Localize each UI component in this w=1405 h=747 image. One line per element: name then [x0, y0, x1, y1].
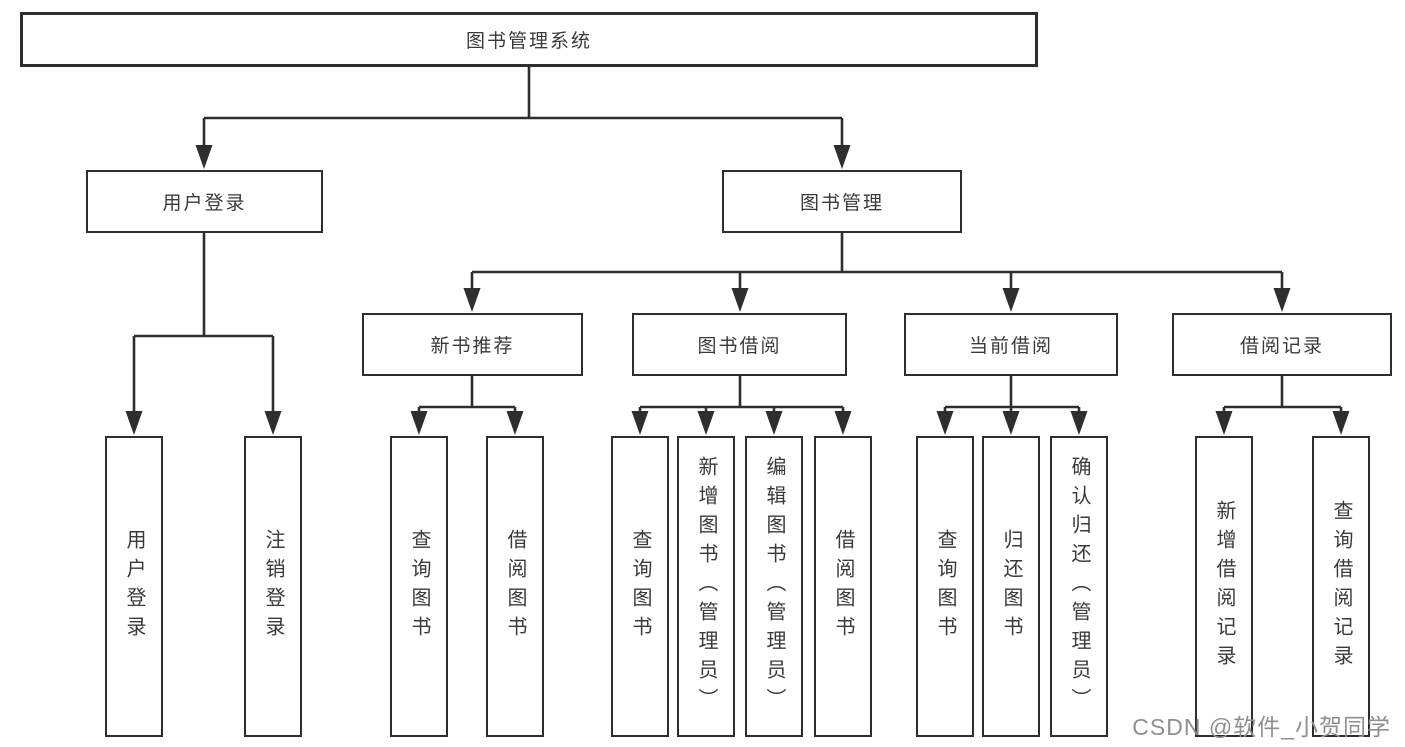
leaf-return-books: 归还图书 [982, 436, 1040, 737]
leaf-edit-books-admin: 编辑图书（管理员） [745, 436, 803, 737]
leaf-borrow-books-recommend: 借阅图书 [486, 436, 544, 737]
node-label: 确认归还（管理员） [1068, 456, 1090, 717]
node-library-system: 图书管理系统 [20, 12, 1038, 67]
node-label: 新增图书（管理员） [695, 456, 717, 717]
leaf-user-login: 用户登录 [105, 436, 163, 737]
node-label: 用户登录 [162, 193, 247, 214]
node-label: 新增借阅记录 [1213, 499, 1235, 674]
node-new-book-recommend: 新书推荐 [362, 313, 583, 376]
node-label: 查询借阅记录 [1330, 499, 1352, 674]
leaf-query-books-borrow: 查询图书 [611, 436, 669, 737]
node-user-login: 用户登录 [86, 170, 323, 233]
node-label: 图书管理系统 [465, 31, 592, 52]
leaf-query-borrow-record: 查询借阅记录 [1312, 436, 1370, 737]
node-label: 图书管理 [799, 193, 884, 214]
node-label: 图书借阅 [697, 336, 782, 357]
leaf-borrow-books: 借阅图书 [814, 436, 872, 737]
node-label: 归还图书 [1000, 528, 1022, 645]
node-label: 借阅图书 [832, 528, 854, 645]
watermark: CSDN @软件_小贺同学 [1132, 714, 1391, 740]
node-label: 借阅记录 [1239, 336, 1324, 357]
node-label: 查询图书 [408, 528, 430, 645]
leaf-add-borrow-record: 新增借阅记录 [1195, 436, 1253, 737]
leaf-query-books-current: 查询图书 [916, 436, 974, 737]
leaf-confirm-return-admin: 确认归还（管理员） [1050, 436, 1108, 737]
leaf-logout-login: 注销登录 [244, 436, 302, 737]
node-label: 新书推荐 [430, 336, 515, 357]
node-label: 查询图书 [629, 528, 651, 645]
node-book-borrow: 图书借阅 [632, 313, 847, 376]
node-current-borrow: 当前借阅 [904, 313, 1118, 376]
leaf-add-books-admin: 新增图书（管理员） [677, 436, 735, 737]
node-label: 编辑图书（管理员） [763, 456, 785, 717]
node-label: 用户登录 [123, 528, 145, 645]
leaf-query-books-recommend: 查询图书 [390, 436, 448, 737]
node-borrow-records: 借阅记录 [1172, 313, 1392, 376]
node-label: 注销登录 [262, 528, 284, 645]
node-label: 查询图书 [934, 528, 956, 645]
node-book-management: 图书管理 [722, 170, 962, 233]
node-label: 当前借阅 [968, 336, 1053, 357]
node-label: 借阅图书 [504, 528, 526, 645]
